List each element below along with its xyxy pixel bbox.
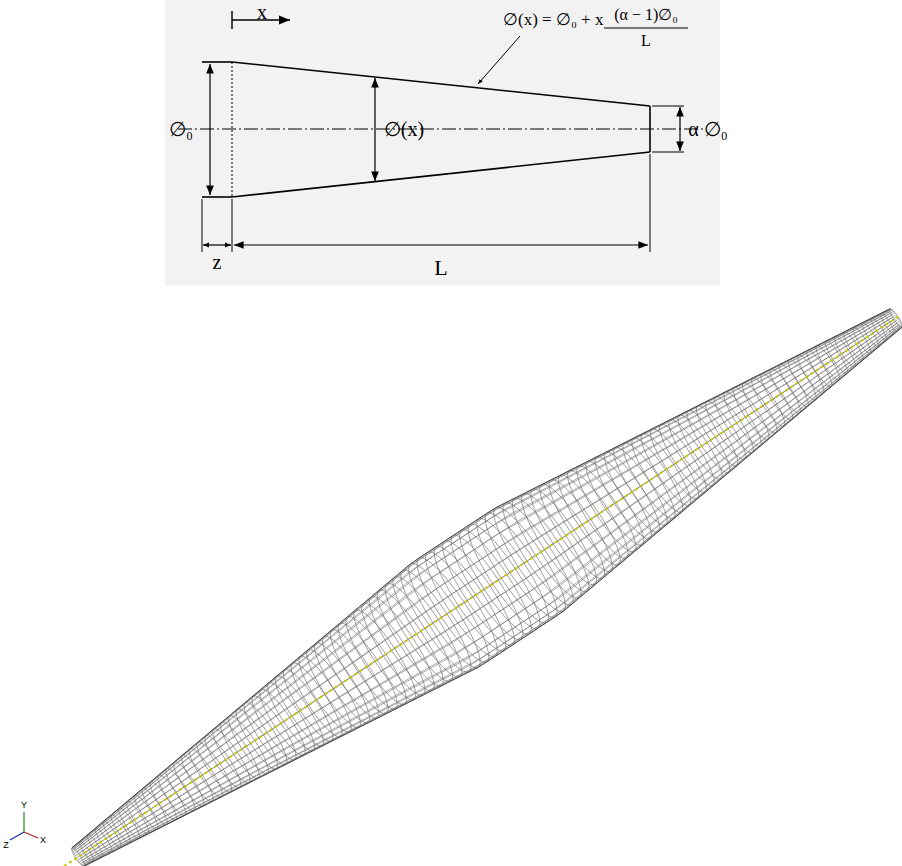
dimension-label: ∅₀ (169, 119, 193, 139)
mesh-line (80, 325, 898, 864)
mesh-line (84, 327, 902, 866)
mesh-line (76, 311, 894, 850)
axis-triad (10, 812, 38, 840)
mesh-line (83, 327, 901, 866)
leader-line (478, 36, 520, 84)
dimension-label: z (213, 252, 222, 272)
extension-line (202, 199, 203, 252)
axis-label: X (40, 836, 46, 845)
mesh-line (79, 315, 897, 854)
mesh-line (77, 313, 895, 852)
extension-line (232, 199, 233, 252)
mesh-line (72, 312, 890, 851)
panel-ground (165, 0, 720, 285)
dimension-arrow (209, 64, 210, 195)
formula-numerator: (α − 1)∅₀ (614, 7, 678, 23)
mesh-line (84, 327, 902, 866)
dotted-section (232, 62, 233, 197)
axis-label: Y (21, 801, 27, 810)
mesh-line (75, 310, 893, 849)
axis-label: Z (3, 841, 9, 850)
mesh-line (82, 321, 900, 860)
mesh-line (84, 324, 902, 863)
mesh-line (79, 323, 897, 862)
dimension-arrow (679, 107, 680, 151)
mesh-line (84, 327, 902, 866)
mesh-outline (84, 327, 902, 866)
mesh-line (73, 309, 891, 848)
axis-label: x (257, 2, 267, 22)
formula-text: ∅(x) = ∅₀ + x (503, 11, 603, 28)
mesh-line (77, 321, 895, 860)
mesh-line (72, 309, 890, 848)
beam-axis (4, 315, 900, 866)
mesh-line (74, 315, 892, 854)
mesh-line (83, 323, 901, 862)
mesh-line (72, 310, 890, 849)
dimension-arrow (374, 78, 375, 181)
dimension-arrow (234, 244, 648, 245)
extension-line (650, 154, 651, 252)
mesh-line (73, 309, 891, 848)
formula-denominator: L (641, 33, 651, 49)
dimension-label: ∅(x) (384, 119, 424, 139)
extension-line (652, 106, 684, 107)
mesh-line (81, 319, 899, 858)
fraction-bar (604, 28, 688, 29)
beam-mesh (4, 307, 902, 866)
mesh-line (84, 326, 902, 865)
mesh-line (73, 313, 891, 852)
mesh-outline (72, 309, 890, 848)
mesh-line (75, 317, 893, 856)
dimension-label: L (434, 257, 447, 279)
centre-line (178, 129, 705, 130)
extension-line (652, 152, 684, 153)
dimension-label: α ∅₀ (688, 119, 727, 139)
mesh-line (72, 309, 890, 848)
tapered-profile (202, 62, 650, 197)
mesh-line (82, 326, 900, 865)
dimension-arrow (203, 244, 231, 245)
